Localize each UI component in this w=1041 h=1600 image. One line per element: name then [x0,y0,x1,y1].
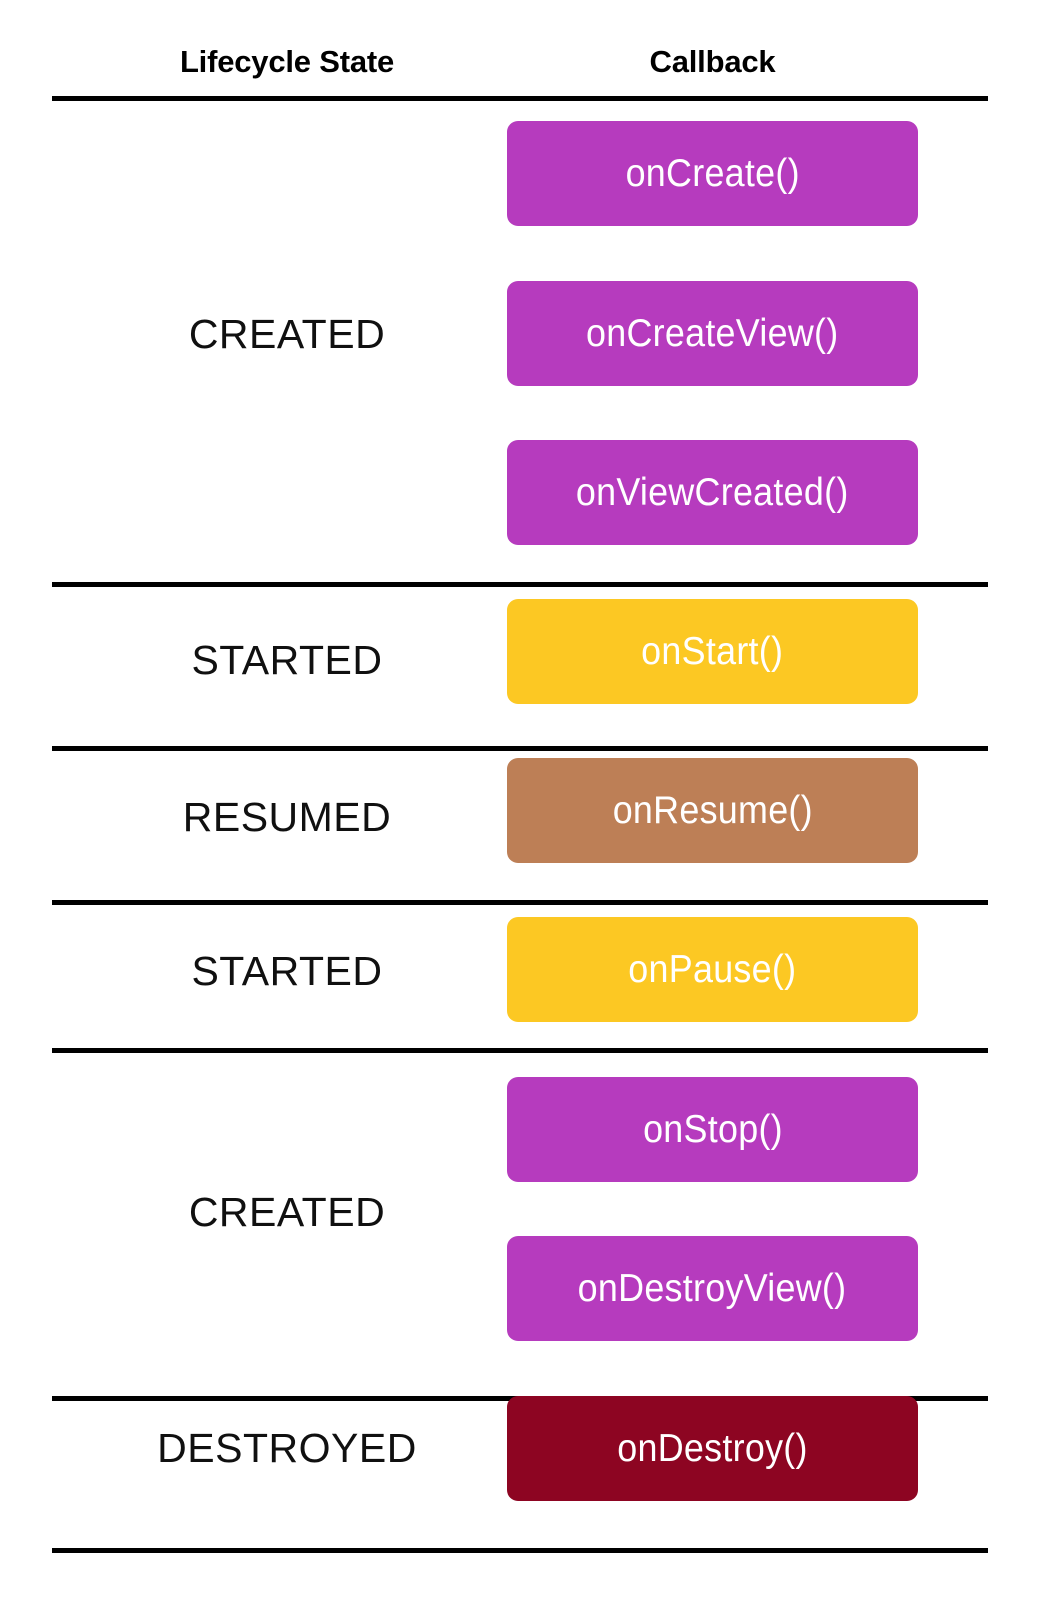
state-label-started-1: STARTED [191,637,383,683]
callback-pill-label: onStart() [641,629,784,673]
callback-pill-label: onDestroyView() [578,1266,847,1310]
divider-row-4 [52,1048,988,1053]
divider-row-2 [52,746,988,751]
callback-pill-label: onPause() [628,947,797,991]
callback-pill-onpause[interactable]: onPause() [507,917,918,1022]
callback-pill-onresume[interactable]: onResume() [507,758,918,863]
state-label-resumed: RESUMED [182,794,392,840]
callback-pill-label: onResume() [612,788,813,832]
divider-row-3 [52,900,988,905]
divider-row-1 [52,582,988,587]
callback-pill-label: onDestroy() [617,1426,808,1470]
divider-header [52,96,988,101]
callback-pill-ondestroyview[interactable]: onDestroyView() [507,1236,918,1341]
table-header-row: Lifecycle State Callback [0,42,1041,92]
callback-pill-label: onViewCreated() [576,470,849,514]
callback-pill-oncreateview[interactable]: onCreateView() [507,281,918,386]
callback-pill-ondestroy[interactable]: onDestroy() [507,1396,918,1501]
state-label-started-2: STARTED [191,948,383,994]
callback-pill-label: onStop() [642,1107,783,1151]
callback-pill-onviewcreated[interactable]: onViewCreated() [507,440,918,545]
column-header-lifecycle-state: Lifecycle State [179,44,395,79]
callback-pill-onstop[interactable]: onStop() [507,1077,918,1182]
state-label-created-2: CREATED [188,1189,386,1235]
callback-pill-oncreate[interactable]: onCreate() [507,121,918,226]
callback-pill-label: onCreate() [625,151,800,195]
callback-pill-label: onCreateView() [586,311,839,355]
state-label-created-1: CREATED [188,311,386,357]
state-label-destroyed: DESTROYED [157,1425,417,1471]
divider-row-6 [52,1548,988,1553]
column-header-callback: Callback [649,44,776,79]
callback-pill-onstart[interactable]: onStart() [507,599,918,704]
